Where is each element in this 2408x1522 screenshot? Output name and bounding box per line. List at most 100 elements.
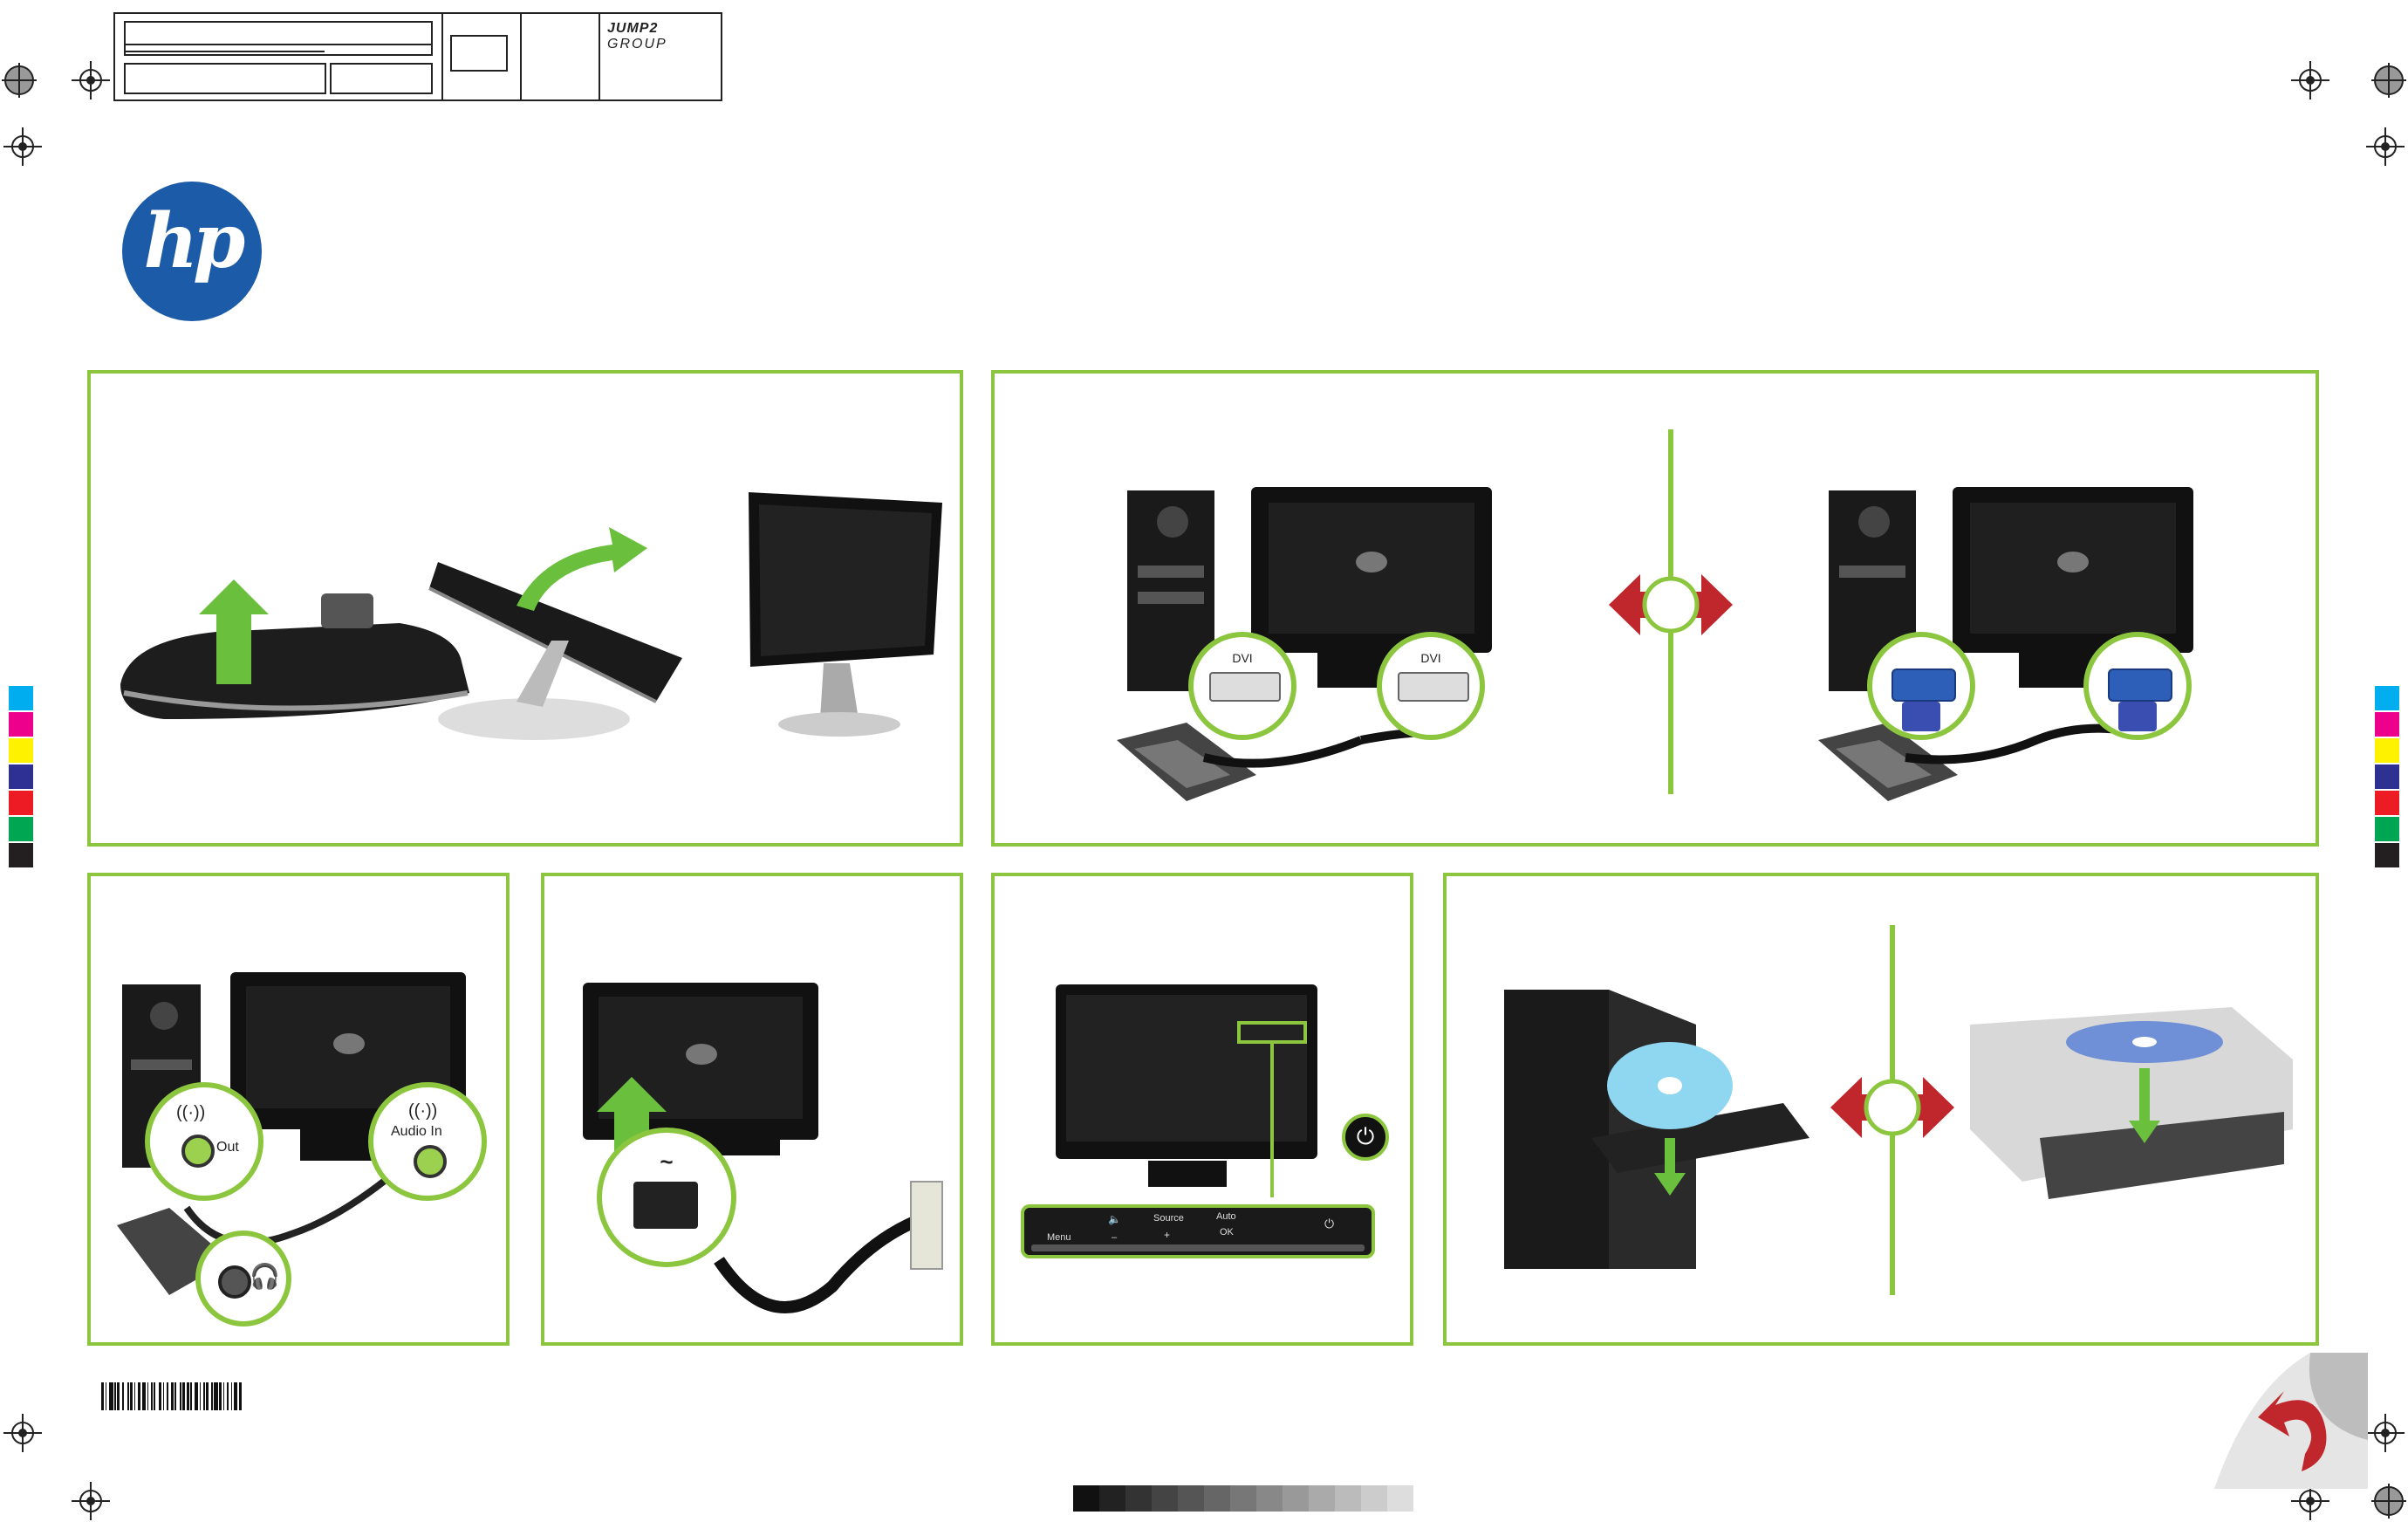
barcode-stripe (228, 1382, 231, 1410)
gray-swatch (1099, 1485, 1125, 1512)
monitor-tilting-illustration (428, 527, 682, 740)
color-swatch (9, 764, 33, 789)
barcode-stripe (186, 1382, 189, 1410)
or-arrows-icon (1830, 1077, 1954, 1138)
gray-swatch (1204, 1485, 1230, 1512)
barcode-stripe (211, 1382, 213, 1410)
panel-audio-connection: ((·)) Out ((·)) Audio In 🎧 (87, 873, 510, 1346)
barcode-stripe (133, 1382, 134, 1410)
monitor-folded-illustration (120, 579, 469, 719)
ac-symbol: ~ (660, 1148, 674, 1175)
color-swatch (9, 791, 33, 815)
gray-scale-bar (1073, 1485, 1413, 1512)
barcode-stripe (154, 1382, 159, 1410)
button-bar (1031, 1244, 1365, 1251)
barcode-stripe (230, 1382, 232, 1410)
slug-field-2 (124, 40, 433, 56)
registration-mark-icon (2, 63, 37, 98)
dvi-port-callout-left: DVI (1188, 632, 1296, 740)
registration-mark-icon (72, 1482, 110, 1520)
gray-swatch (1283, 1485, 1309, 1512)
audio-in-jack (414, 1145, 447, 1178)
barcode-stripe (227, 1382, 229, 1410)
barcode-stripe (212, 1382, 214, 1410)
audio-out-jack (181, 1135, 215, 1168)
barcode-stripe (104, 1382, 106, 1410)
color-swatch (2375, 764, 2399, 789)
menu-button-label: Menu (1047, 1232, 1071, 1243)
slug-brand-text: JUMP2 (607, 21, 659, 36)
barcode-stripe (105, 1382, 106, 1410)
barcode-stripe (181, 1382, 182, 1410)
barcode-stripe (123, 1382, 127, 1410)
color-swatch (2375, 843, 2399, 867)
barcode-stripe (204, 1382, 206, 1410)
power-port-callout: ~ (597, 1128, 736, 1267)
color-swatch (9, 817, 33, 841)
barcode-stripe (194, 1382, 198, 1410)
gray-swatch (1256, 1485, 1283, 1512)
barcode-stripe (154, 1382, 155, 1410)
barcode-stripe (173, 1382, 174, 1410)
barcode-stripe (175, 1382, 180, 1410)
color-swatch (2375, 791, 2399, 815)
color-swatch (9, 712, 33, 737)
vga-port-icon (1892, 668, 1956, 702)
monitor-front-illustration (1056, 984, 1317, 1187)
slug-brand: JUMP2 GROUP (607, 21, 721, 52)
barcode-stripe (146, 1382, 147, 1410)
barcode-stripe (148, 1382, 151, 1410)
barcode-stripe (120, 1382, 122, 1410)
barcode-stripe (162, 1382, 164, 1410)
registration-mark-icon (2371, 63, 2406, 98)
barcode-stripe (214, 1382, 218, 1410)
barcode-stripe (117, 1382, 120, 1410)
vga-plug-icon (2118, 702, 2157, 731)
barcode-stripe (115, 1382, 117, 1410)
color-swatch (2375, 712, 2399, 737)
barcode-stripe (101, 1382, 104, 1410)
vga-port-icon (2108, 668, 2172, 702)
power-port-icon (633, 1182, 698, 1229)
slug-brand-suffix: GROUP (607, 37, 667, 51)
barcode-stripe (151, 1382, 153, 1410)
barcode-stripe (201, 1382, 203, 1410)
registration-mark-icon (2366, 1414, 2405, 1452)
gray-swatch (1361, 1485, 1387, 1512)
panel-video-connection: DVI DVI (991, 370, 2319, 847)
barcode-stripe (222, 1382, 223, 1410)
color-swatch (9, 843, 33, 867)
vga-port-callout-left (1867, 632, 1975, 740)
slug-field-3 (124, 51, 325, 52)
registration-mark-icon (72, 61, 110, 99)
barcode-stripe (241, 1382, 243, 1410)
barcode-stripe (206, 1382, 209, 1410)
hp-logo: hp (122, 182, 262, 321)
source-button-label: Source (1153, 1213, 1184, 1224)
gray-swatch (1335, 1485, 1361, 1512)
registration-mark-icon (3, 1414, 42, 1452)
barcode-stripe (233, 1382, 237, 1410)
job-slug-box: JUMP2 GROUP (113, 12, 722, 101)
hp-logo-text: hp (143, 197, 246, 285)
panel-stand-setup (87, 370, 963, 847)
color-bar-right (2375, 686, 2399, 869)
page-turn-icon (2214, 1353, 2368, 1489)
barcode-stripe (224, 1382, 227, 1410)
barcode-stripe (209, 1382, 211, 1410)
vga-connection-illustration (1818, 487, 2193, 801)
barcode-stripe (113, 1382, 114, 1410)
ok-button-label: OK (1220, 1227, 1234, 1237)
minus-button-label: – (1112, 1232, 1118, 1243)
slug-divider-3 (599, 14, 600, 99)
registration-mark-icon (3, 127, 42, 166)
dvi-label-right: DVI (1420, 651, 1441, 665)
headphone-jack (218, 1265, 251, 1299)
desktop-disc-illustration (1504, 990, 1809, 1269)
panel-power-connection: ~ (541, 873, 963, 1346)
dvi-port-icon (1209, 672, 1281, 702)
barcode-stripe (219, 1382, 222, 1410)
barcode-stripe (238, 1382, 242, 1410)
barcode-stripe (164, 1382, 167, 1410)
audio-in-callout: ((·)) Audio In (368, 1082, 487, 1201)
